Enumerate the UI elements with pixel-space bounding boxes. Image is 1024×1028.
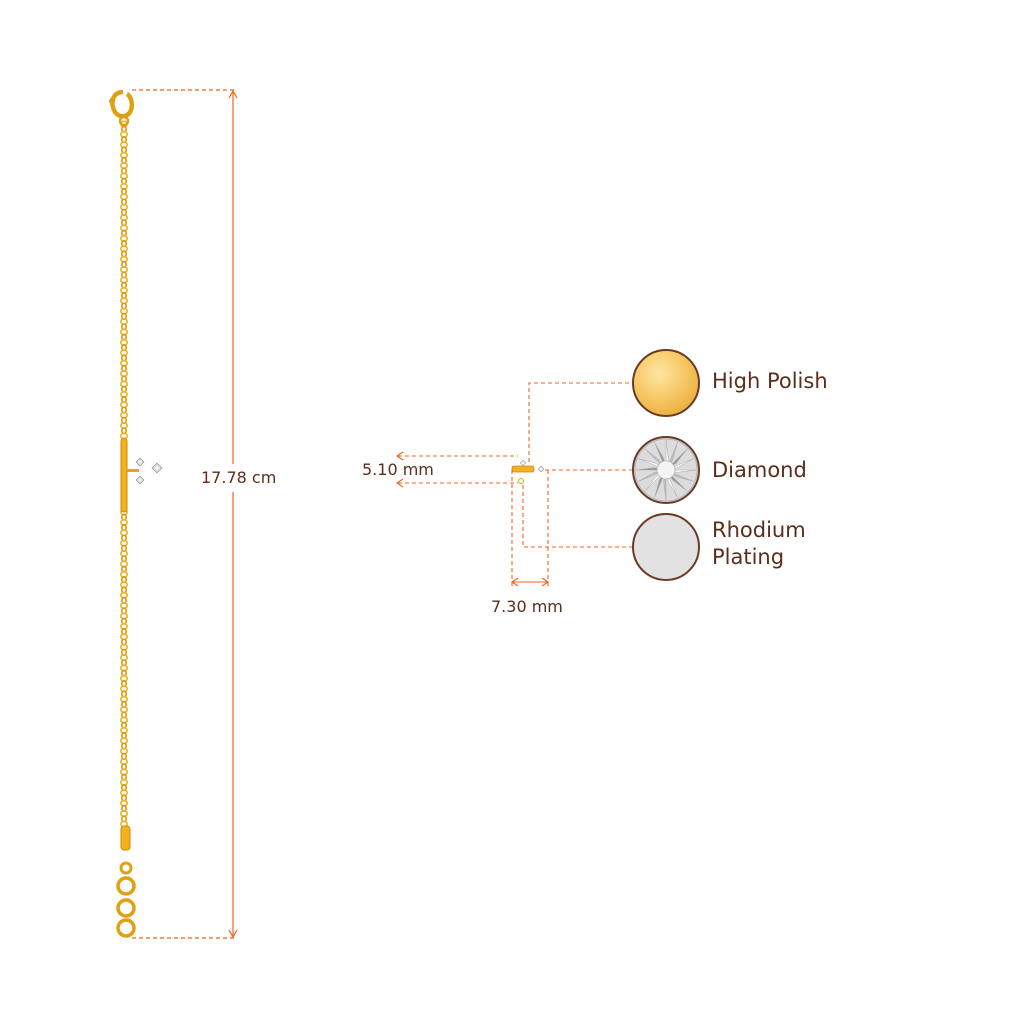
swatch-high-polish [632, 349, 700, 417]
height-dimension [396, 451, 518, 488]
finish-label-high-polish: High Polish [712, 369, 828, 393]
lobster-clasp-icon [109, 89, 135, 127]
length-label: 17.78 cm [201, 468, 277, 487]
swatch-rhodium-plating [632, 513, 700, 581]
diamond-stone-icon [135, 457, 163, 485]
finish-label-rhodium-plating: Rhodium Plating [712, 518, 806, 569]
jump-ring-icon [116, 825, 136, 938]
bar-pendant [120, 437, 139, 513]
finish-leader-lines [522, 382, 632, 548]
bracelet-chain [120, 120, 129, 828]
width-label: 7.30 mm [491, 597, 563, 616]
diamond-facets [635, 439, 697, 501]
width-dimension [511, 470, 549, 588]
pendant-detail [511, 459, 545, 484]
diamond-table [656, 460, 676, 480]
finish-label-diamond: Diamond [712, 458, 807, 482]
swatch-diamond [632, 436, 700, 504]
length-dimension [132, 89, 238, 939]
height-label: 5.10 mm [362, 460, 434, 479]
